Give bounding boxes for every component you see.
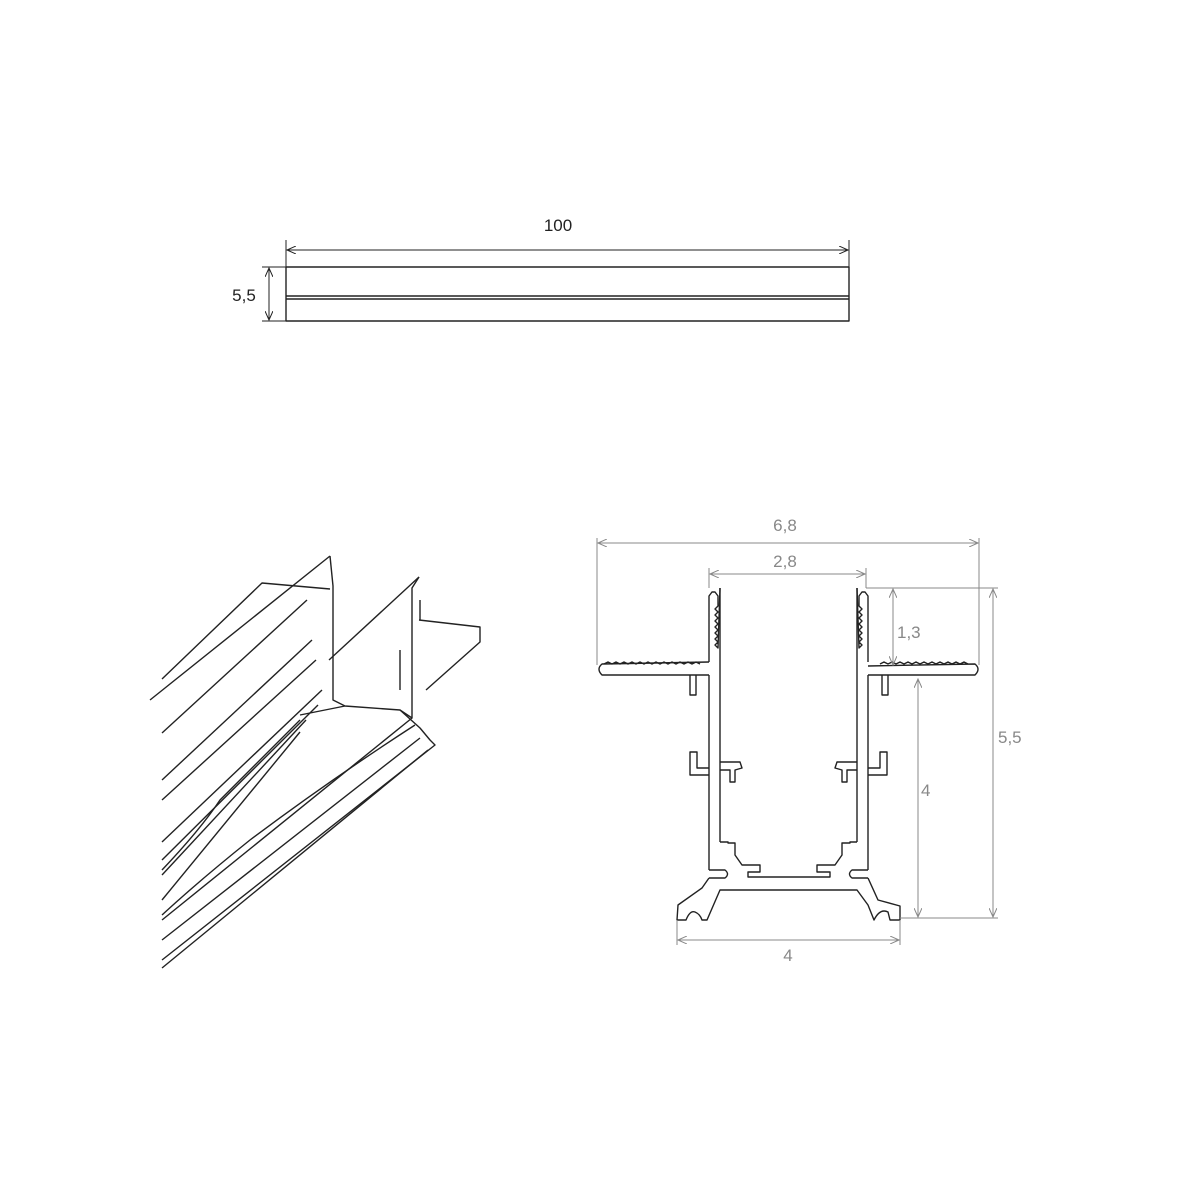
base-width-dimension: 4 [676, 920, 901, 965]
overall-width-dimension: 6,8 [596, 516, 980, 665]
total-height-label: 5,5 [998, 728, 1022, 747]
top-height-label: 5,5 [232, 286, 256, 305]
inner-width-dimension: 2,8 [708, 552, 867, 588]
body-height-label: 4 [921, 781, 930, 800]
top-view: 100 5,5 [232, 216, 850, 322]
overall-width-label: 6,8 [773, 516, 797, 535]
fin-height-dimension: 1,3 [866, 587, 998, 665]
length-label: 100 [544, 216, 572, 235]
length-dimension: 100 [285, 216, 850, 267]
cross-section-view: 6,8 2,8 1,3 4 5,5 4 [596, 516, 1022, 965]
inner-width-label: 2,8 [773, 552, 797, 571]
total-height-dimension: 5,5 [993, 589, 1022, 917]
isometric-view [149, 555, 481, 969]
fin-height-label: 1,3 [897, 623, 921, 642]
base-width-label: 4 [783, 946, 792, 965]
top-view-profile [285, 266, 850, 322]
profile-outline [598, 587, 979, 921]
body-height-dimension: 4 [900, 679, 998, 919]
height-dimension: 5,5 [232, 266, 286, 322]
